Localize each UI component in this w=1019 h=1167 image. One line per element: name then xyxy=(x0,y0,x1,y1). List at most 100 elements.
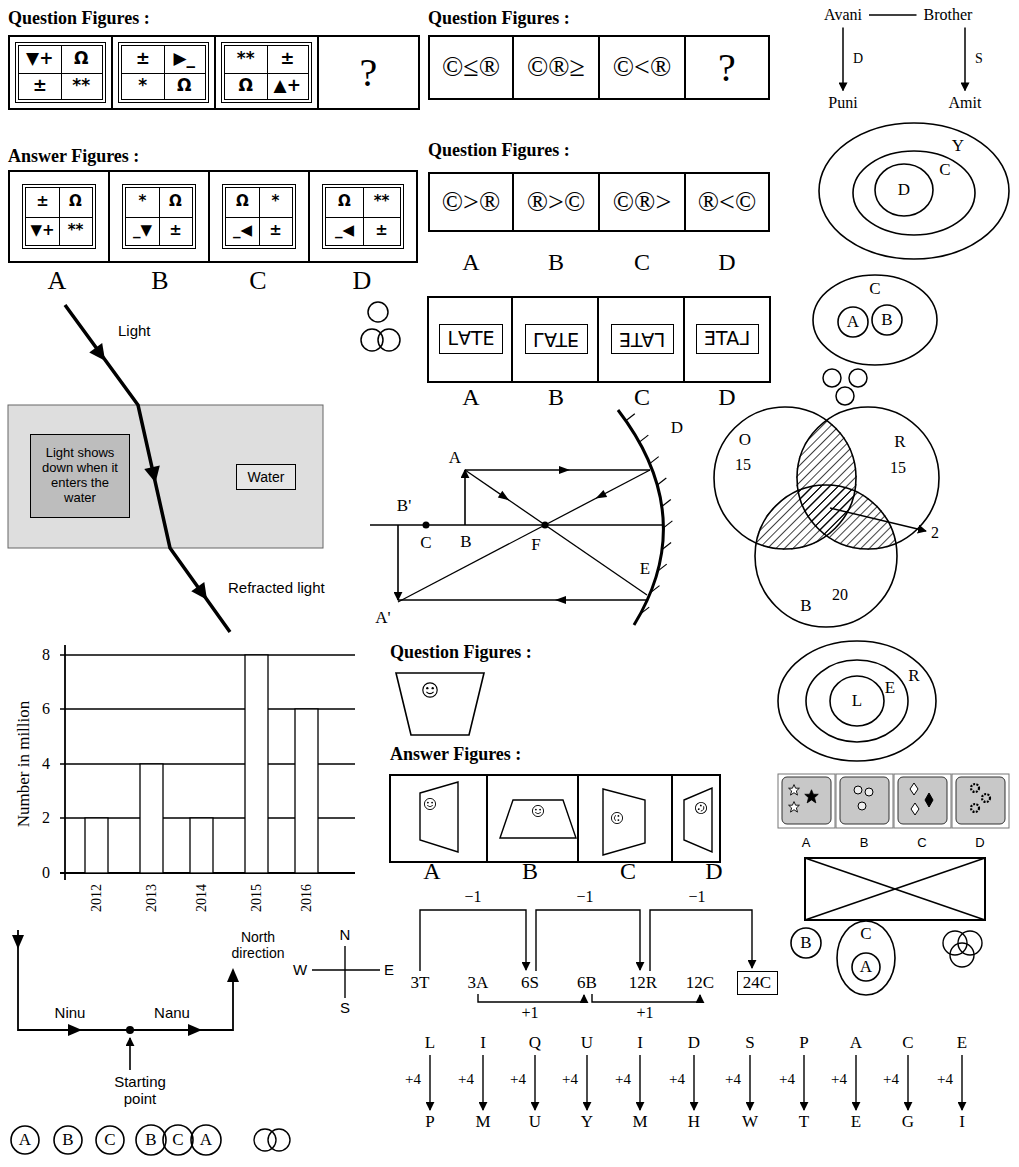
diagonal-line xyxy=(805,858,985,920)
chart-grid xyxy=(60,645,355,880)
circle-label: R xyxy=(908,666,919,686)
card-frame xyxy=(952,774,1009,828)
point-label: F xyxy=(531,535,540,555)
trapezoid-figure xyxy=(500,800,576,838)
step-label: −1 xyxy=(576,888,593,906)
symbol-text: ▶_ xyxy=(173,49,195,69)
inner-frame: *Ω_▼± xyxy=(122,184,196,249)
frame-divider xyxy=(511,297,513,382)
ellipse-shape xyxy=(797,407,939,549)
section-heading: Question Figures : xyxy=(390,642,532,663)
ellipse-shape xyxy=(837,921,895,995)
symbol-text: ** xyxy=(68,222,84,239)
figure-cell: *Ω_▼± xyxy=(108,170,210,263)
person-name: Brother xyxy=(921,6,976,25)
option-letter: B xyxy=(548,384,564,412)
shift-label: +4 xyxy=(615,1071,631,1088)
ray-label: Refracted light xyxy=(228,579,325,596)
diamond-icon xyxy=(911,803,919,815)
symbol-text: * xyxy=(272,194,280,211)
circle-figure xyxy=(378,329,400,351)
figure-cell: **±Ω▲+ xyxy=(214,35,319,110)
figure-cell: ±Ω▼+** xyxy=(8,170,110,263)
series-term: 6S xyxy=(521,973,539,993)
box-text: ®<© xyxy=(698,186,756,218)
circle-label: C xyxy=(172,1130,183,1150)
axis-title: Number in million xyxy=(14,701,34,828)
circle-label: 15 xyxy=(735,456,751,474)
direction-label: North direction xyxy=(225,929,291,961)
option-letter: A xyxy=(462,249,479,277)
step-label: −1 xyxy=(464,888,481,906)
hatch-mark xyxy=(640,607,649,614)
circle-figure xyxy=(268,1129,290,1151)
frame-divider xyxy=(683,297,685,382)
ellipse-shape xyxy=(791,928,821,958)
set-circle: CAB xyxy=(812,274,938,366)
star-icon xyxy=(789,802,800,813)
ray-arrowhead xyxy=(594,490,607,502)
light-ray xyxy=(465,470,647,595)
figure-cell: ? xyxy=(317,35,420,110)
card-frame xyxy=(836,774,893,828)
set-circle: YCD xyxy=(818,122,1010,260)
walk-path xyxy=(18,930,233,1030)
answer-box: 24C xyxy=(737,971,778,995)
letter: T xyxy=(799,1112,809,1132)
grid-line xyxy=(26,217,92,218)
shift-arrow xyxy=(639,1055,640,1110)
ellipse-shape xyxy=(813,275,937,365)
leader-arrow xyxy=(830,508,926,531)
ellipse-shape xyxy=(54,1126,82,1154)
label-box: Water xyxy=(236,464,296,490)
set-circle: O15 xyxy=(713,406,857,550)
circle-figure xyxy=(254,1129,276,1151)
light-ray xyxy=(465,469,650,470)
symbol-text: _◀ xyxy=(335,222,354,239)
set-circle: D xyxy=(874,163,934,217)
figure-cell: ©®≥ xyxy=(512,35,600,100)
symbol-text: Ω xyxy=(338,194,351,211)
set-circle: L xyxy=(829,675,885,727)
option-letter: C xyxy=(620,858,636,886)
box-text: LATE xyxy=(533,328,579,350)
figure-cell: ±▶_*Ω xyxy=(111,35,216,110)
y-axis xyxy=(64,645,66,880)
diamond-icon xyxy=(910,783,918,795)
symbol-text: ** xyxy=(72,76,90,96)
circle-label: B xyxy=(145,1130,156,1150)
ray-arrowhead xyxy=(89,343,111,365)
option-letter: A xyxy=(48,266,67,296)
ellipse-shape xyxy=(853,151,975,235)
set-circle: B20 xyxy=(754,484,898,628)
smiley-figure xyxy=(611,812,622,823)
shift-arrow xyxy=(855,1055,856,1110)
circle-figure xyxy=(836,387,854,405)
compass-letter: N xyxy=(340,926,351,943)
option-letter: B xyxy=(151,266,168,296)
light-ray xyxy=(398,470,650,602)
letter: Q xyxy=(529,1033,541,1053)
box-text: LATE xyxy=(619,328,665,350)
symbol-text: ± xyxy=(269,222,282,239)
inner-frame: Ω**_◀± xyxy=(322,184,404,249)
option-letter: A xyxy=(802,836,811,851)
light-ray xyxy=(398,599,648,600)
symbol-text: * xyxy=(138,76,147,96)
circle-label: C xyxy=(869,279,880,299)
bar xyxy=(190,818,213,873)
box-text: ©≤® xyxy=(442,51,500,83)
ellipse-shape xyxy=(163,1125,193,1155)
box-text: Avani xyxy=(824,6,862,24)
figure-cell: ®>© xyxy=(512,172,600,232)
section-heading: Answer Figures : xyxy=(8,146,139,167)
year-label: 2015 xyxy=(248,884,264,912)
circle-label: C xyxy=(860,924,871,944)
box-text: Puni xyxy=(828,94,857,112)
symbol-text: ▲+ xyxy=(274,76,301,96)
symbol-text: Ω xyxy=(169,194,182,211)
set-circle: B xyxy=(790,927,822,959)
ellipse-shape xyxy=(136,1125,166,1155)
symbol-text: ± xyxy=(36,194,49,211)
letter: I xyxy=(959,1112,965,1132)
